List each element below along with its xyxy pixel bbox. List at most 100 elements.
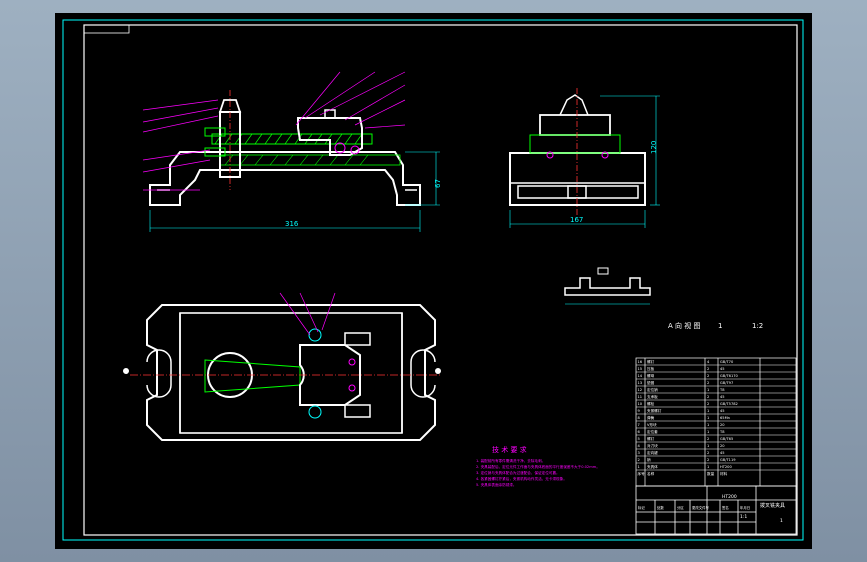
plan-clamp bbox=[299, 344, 361, 406]
plate-hatch bbox=[224, 154, 369, 166]
tb-cell-3: 更改文件号 bbox=[692, 505, 710, 510]
bom-cell: 1 bbox=[707, 388, 709, 392]
view-label-2: 1 bbox=[718, 322, 722, 330]
bom-cell: 45 bbox=[720, 451, 725, 455]
plan-view bbox=[130, 292, 440, 441]
tech-line-1: 1. 装配前所有零件需清洗干净，去除毛刺。 bbox=[476, 458, 545, 463]
bom-cell: 夹具体 bbox=[647, 464, 658, 469]
left-clamp-low bbox=[204, 147, 226, 157]
tech-requirements-title: 技 术 要 求 bbox=[492, 445, 527, 454]
left-clamp bbox=[204, 127, 226, 137]
main-width-dimension: 316 bbox=[285, 220, 299, 228]
bom-cell: 1 bbox=[707, 416, 709, 420]
tech-line-5: 5. 夹具体表面涂防锈漆。 bbox=[476, 482, 517, 487]
bom-cell: GB/T119 bbox=[720, 458, 736, 462]
scale-cell: 1:1 bbox=[740, 514, 747, 520]
bom-cell: GB/T70 bbox=[720, 360, 734, 364]
bom-cell: 弹簧 bbox=[647, 415, 655, 420]
main-height-dimension: 67 bbox=[434, 179, 442, 188]
bom-cell: 20 bbox=[720, 444, 725, 448]
bom-cell: GB/T6170 bbox=[720, 374, 739, 378]
bom-cell: 压板 bbox=[647, 366, 655, 371]
bom-cell: 3 bbox=[638, 451, 640, 455]
bom-cell: 定位销 bbox=[647, 387, 658, 392]
bom-cell: 2 bbox=[707, 437, 709, 441]
bom-cell: 2 bbox=[707, 451, 709, 455]
post-head bbox=[218, 99, 242, 113]
bom-cell: 螺钉 bbox=[647, 359, 655, 364]
bom-cell: 2 bbox=[707, 458, 709, 462]
scale-label: 1:2 bbox=[752, 322, 763, 330]
section-marker-right bbox=[435, 368, 441, 374]
side-width-dimension: 167 bbox=[570, 216, 583, 224]
bom-header-cell: 数量 bbox=[707, 471, 715, 476]
bom-cell: 14 bbox=[638, 374, 643, 378]
bom-cell: V形块 bbox=[647, 422, 657, 427]
rod-hatch bbox=[214, 133, 363, 145]
bom-cell: 对刀块 bbox=[647, 443, 658, 448]
bom-table bbox=[635, 357, 797, 487]
small-part-outline bbox=[564, 277, 651, 296]
small-view bbox=[564, 267, 651, 305]
fixture-body-outline bbox=[149, 151, 421, 206]
tech-line-3: 3. 定位销与夹具体配合为过渡配合，保证定位可靠。 bbox=[476, 470, 560, 475]
plan-clamp-bottom bbox=[344, 404, 371, 418]
plan-knob-top bbox=[308, 328, 322, 342]
bom-cell: 2 bbox=[707, 395, 709, 399]
tech-line-2: 2. 夹具装配后，定位元件工作面与夹具体底面的平行度误差不大于0.02mm。 bbox=[476, 464, 600, 469]
bom-header-cell: 序号 bbox=[638, 471, 646, 476]
clamp-nut bbox=[324, 109, 336, 119]
bom-cell: 15 bbox=[638, 367, 643, 371]
bom-cell: 20 bbox=[720, 423, 725, 427]
bom-cell: T8 bbox=[719, 388, 725, 392]
plan-clamp-top bbox=[344, 332, 371, 346]
side-plate bbox=[529, 134, 621, 154]
screw-head bbox=[334, 142, 346, 154]
bom-cell: 夹紧螺钉 bbox=[647, 408, 662, 413]
small-part-top bbox=[597, 267, 609, 275]
bom-cell: 销 bbox=[647, 457, 651, 462]
bom-cell: 1 bbox=[638, 465, 640, 469]
side-dims bbox=[509, 95, 660, 228]
bom-cell: 螺母 bbox=[647, 373, 655, 378]
side-knob bbox=[559, 94, 589, 116]
bom-cell: 45 bbox=[720, 395, 725, 399]
right-clamp-block bbox=[297, 117, 363, 156]
outer-frame bbox=[62, 19, 804, 541]
tb-cell-4: 签名 bbox=[722, 505, 729, 510]
bom-cell: 6 bbox=[638, 430, 641, 434]
side-height-dimension: 120 bbox=[650, 141, 658, 154]
tb-cell-0: 标记 bbox=[638, 505, 645, 510]
code-box bbox=[83, 24, 130, 34]
bom-cell: 1 bbox=[707, 409, 709, 413]
material-cell: HT200 bbox=[722, 494, 737, 500]
bom-cell: 螺钉 bbox=[647, 436, 655, 441]
bom-cell: 13 bbox=[638, 381, 643, 385]
bom-cell: 1 bbox=[707, 444, 709, 448]
plan-screw-1 bbox=[348, 358, 356, 366]
bom-cell: 垫圈 bbox=[647, 380, 655, 385]
bom-cell: 8 bbox=[638, 416, 641, 420]
tech-line-4: 4. 各紧固螺钉拧紧后，夹紧机构动作灵活，无卡滞现象。 bbox=[476, 476, 567, 481]
bom-cell: HT200 bbox=[720, 465, 732, 469]
bom-cell: 2 bbox=[707, 402, 709, 406]
side-base-slot bbox=[517, 185, 639, 199]
bom-cell: 4 bbox=[707, 360, 710, 364]
side-screw-r bbox=[601, 151, 609, 159]
bom-cell: 5 bbox=[638, 437, 640, 441]
bom-cell: 7 bbox=[638, 423, 640, 427]
bom-cell: 65Mn bbox=[720, 416, 730, 420]
front-view bbox=[142, 71, 440, 232]
bom-cell: GB/T65 bbox=[720, 437, 733, 441]
bom-header-cell: 名称 bbox=[647, 471, 655, 476]
bom-cell: 2 bbox=[707, 381, 709, 385]
plan-right-slot bbox=[410, 349, 436, 398]
side-view bbox=[509, 88, 660, 228]
title-block-cells: 标记 处数 分区 更改文件号 签名 年月日 bbox=[638, 505, 750, 510]
front-view-leaders bbox=[142, 71, 406, 191]
bom-cell: 10 bbox=[638, 402, 643, 406]
bom-cell: 45 bbox=[720, 367, 725, 371]
drawing-sheet bbox=[55, 13, 812, 549]
inner-frame bbox=[83, 24, 798, 536]
